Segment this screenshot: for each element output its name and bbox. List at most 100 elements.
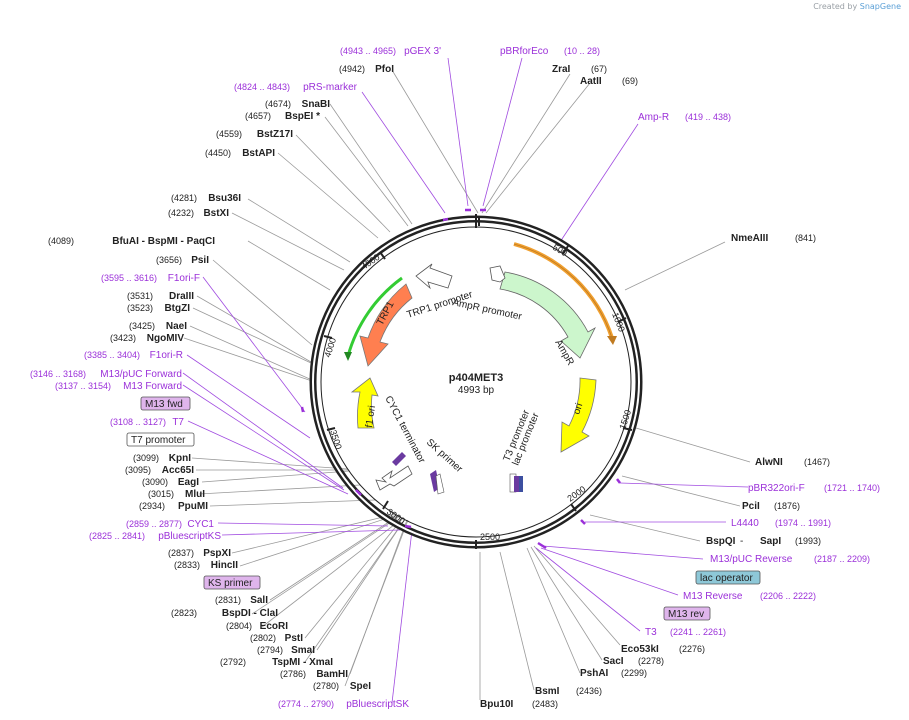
svg-text:(2483): (2483) (532, 699, 558, 709)
svg-text:pBR322ori-F: pBR322ori-F (748, 483, 805, 494)
enzyme-sali[interactable]: SalI(2831) (215, 595, 268, 606)
svg-text:M13 fwd: M13 fwd (145, 399, 183, 410)
svg-text:Acc65I: Acc65I (162, 465, 194, 476)
right-enzyme-labels: ZraI(67) AatII(69) NmeAIII(841) AlwNI(14… (480, 64, 830, 710)
position-ticks (323, 214, 633, 549)
enzyme-pshai[interactable]: PshAI(2299) (580, 668, 647, 679)
svg-text:(1876): (1876) (774, 501, 800, 511)
enzyme-draiii[interactable]: DraIII(3531) (127, 291, 194, 302)
enzyme-spei[interactable]: SpeI(2780) (313, 681, 371, 692)
primer-pbluescriptks[interactable]: pBluescriptKS(2825 .. 2841) (89, 531, 221, 542)
svg-text:(419 .. 438): (419 .. 438) (685, 112, 731, 122)
ks-primer-box[interactable]: KS primer (203, 575, 261, 590)
svg-text:(2780): (2780) (313, 681, 339, 691)
primer-l4440[interactable]: L4440(1974 .. 1991) (731, 518, 831, 529)
enzyme-psii[interactable]: PsiI(3656) (156, 255, 209, 266)
enzyme-snabi[interactable]: SnaBI(4674) (265, 99, 330, 110)
enzyme-bstz17i[interactable]: BstZ17I(4559) (216, 129, 293, 140)
ori-feature-arrow (560, 377, 597, 453)
enzyme-alwni[interactable]: AlwNI(1467) (755, 457, 830, 468)
black-site-mark (478, 216, 480, 226)
svg-text:SmaI: SmaI (291, 645, 315, 656)
enzyme-hincii[interactable]: HincII(2833) (174, 560, 238, 571)
svg-text:(4559): (4559) (216, 129, 242, 139)
enzyme-ngomiv[interactable]: NgoMIV(3423) (110, 333, 184, 344)
primer-prs-marker[interactable]: pRS-marker(4824 .. 4843) (234, 82, 358, 93)
enzyme-leader-lines (183, 69, 751, 700)
primer-t3[interactable]: T3(2241 .. 2261) (645, 627, 726, 638)
enzyme-btgzi[interactable]: BtgZI(3523) (127, 303, 190, 314)
svg-text:(4824 .. 4843): (4824 .. 4843) (234, 82, 290, 92)
enzyme-tspmi-xmai[interactable]: TspMI - XmaI(2792) (220, 657, 333, 668)
enzyme-saci[interactable]: SacI(2278) (603, 656, 664, 667)
enzyme-pspxi[interactable]: PspXI(2837) (168, 548, 231, 559)
svg-text:SnaBI: SnaBI (302, 99, 331, 110)
sk-primer-label: SK primer (424, 437, 465, 475)
enzyme-zrai[interactable]: ZraI(67) (552, 64, 607, 75)
svg-text:-: - (740, 536, 743, 547)
svg-text:pBluescriptSK: pBluescriptSK (346, 699, 409, 710)
svg-text:PstI: PstI (285, 633, 304, 644)
primer-m13-puc-forward[interactable]: M13/pUC Forward(3146 .. 3168) (30, 369, 182, 380)
primer-f1ori-r[interactable]: F1ori-R (3385 .. 3404) (84, 350, 183, 361)
svg-text:(3523): (3523) (127, 303, 153, 313)
svg-text:T7: T7 (172, 417, 184, 428)
t7-promoter-box[interactable]: T7 promoter (126, 432, 195, 447)
primer-m13-reverse[interactable]: M13 Reverse(2206 .. 2222) (683, 591, 816, 602)
enzyme-bsu36i[interactable]: Bsu36I(4281) (171, 193, 241, 204)
m13-rev-box[interactable]: M13 rev (663, 606, 711, 621)
enzyme-ppumi[interactable]: PpuMI(2934) (139, 501, 208, 512)
enzyme-aatii[interactable]: AatII(69) (580, 76, 638, 87)
enzyme-naei[interactable]: NaeI(3425) (129, 321, 187, 332)
svg-text:DraIII: DraIII (169, 291, 194, 302)
enzyme-eagi[interactable]: EagI(3090) (142, 477, 199, 488)
svg-text:NaeI: NaeI (166, 321, 187, 332)
enzyme-bstxi[interactable]: BstXI(4232) (168, 208, 229, 219)
enzyme-smai[interactable]: SmaI(2794) (257, 645, 315, 656)
enzyme-eco53ki[interactable]: Eco53kI(2276) (621, 644, 705, 655)
svg-text:M13/pUC Forward: M13/pUC Forward (100, 369, 182, 380)
enzyme-bsmi[interactable]: BsmI(2436) (535, 686, 602, 697)
enzyme-pcii[interactable]: PciI(1876) (742, 501, 800, 512)
enzyme-acc65i[interactable]: Acc65I (3095) (125, 465, 194, 476)
primer-pbr322ori-f[interactable]: pBR322ori-F(1721 .. 1740) (748, 483, 880, 494)
svg-text:(2825 .. 2841): (2825 .. 2841) (89, 531, 145, 541)
enzyme-bspdi-clai[interactable]: BspDI - ClaI(2823) (171, 608, 278, 619)
primer-pbluescriptsk[interactable]: pBluescriptSK (2774 .. 2790) (278, 699, 409, 710)
svg-text:(3595 .. 3616): (3595 .. 3616) (101, 273, 157, 283)
enzyme-bspei[interactable]: BspEI *(4657) (245, 111, 320, 122)
enzyme-psti[interactable]: PstI(2802) (250, 633, 303, 644)
svg-text:(3095): (3095) (125, 465, 151, 475)
svg-text:ZraI: ZraI (552, 64, 571, 75)
svg-text:(3385 .. 3404): (3385 .. 3404) (84, 350, 140, 360)
svg-text:(4942): (4942) (339, 64, 365, 74)
svg-text:(4943 .. 4965): (4943 .. 4965) (340, 46, 396, 56)
primer-pbrforeco[interactable]: pBRforEco(10 .. 28) (500, 46, 600, 57)
enzyme-bstapi[interactable]: BstAPI(4450) (205, 148, 275, 159)
m13-fwd-box[interactable]: M13 fwd (140, 396, 191, 411)
enzyme-ecori[interactable]: EcoRI(2804) (226, 621, 288, 632)
enzyme-bfuai-bspmi-paqci[interactable]: BfuAI - BspMI - PaqCI(4089) (48, 236, 215, 247)
svg-text:CYC1: CYC1 (187, 519, 214, 530)
lac-operator-box[interactable]: lac operator (695, 570, 761, 585)
svg-text:lac operator: lac operator (700, 573, 753, 584)
enzyme-bspqi-sapi[interactable]: BspQI - SapI(1993) (706, 536, 821, 547)
primer-t7[interactable]: T7(3108 .. 3127) (110, 417, 184, 428)
enzyme-nmeaiii[interactable]: NmeAIII(841) (731, 233, 816, 244)
enzyme-bamhi[interactable]: BamHI(2786) (280, 669, 348, 680)
primer-pgex-3[interactable]: pGEX 3'(4943 .. 4965) (340, 46, 441, 57)
primer-cyc1[interactable]: CYC1(2859 .. 2877) (126, 519, 214, 530)
enzyme-mlui[interactable]: MluI(3015) (148, 489, 205, 500)
primer-m13-forward[interactable]: M13 Forward(3137 .. 3154) (55, 381, 182, 392)
svg-text:F1ori-R: F1ori-R (150, 350, 183, 361)
primer-m13-puc-reverse[interactable]: M13/pUC Reverse(2187 .. 2209) (710, 554, 870, 565)
primer-amp-r[interactable]: Amp-R(419 .. 438) (638, 112, 731, 123)
enzyme-bpu10i[interactable]: Bpu10I(2483) (480, 699, 558, 710)
svg-text:(2774 .. 2790): (2774 .. 2790) (278, 699, 334, 709)
enzyme-pfoi[interactable]: PfoI(4942) (339, 64, 394, 75)
svg-text:M13/pUC Reverse: M13/pUC Reverse (710, 554, 793, 565)
enzyme-kpni[interactable]: KpnI(3099) (133, 453, 191, 464)
svg-text:(4281): (4281) (171, 193, 197, 203)
primer-f1ori-f[interactable]: F1ori-F(3595 .. 3616) (101, 273, 200, 284)
f1-ori-label: f1 ori (364, 405, 378, 429)
